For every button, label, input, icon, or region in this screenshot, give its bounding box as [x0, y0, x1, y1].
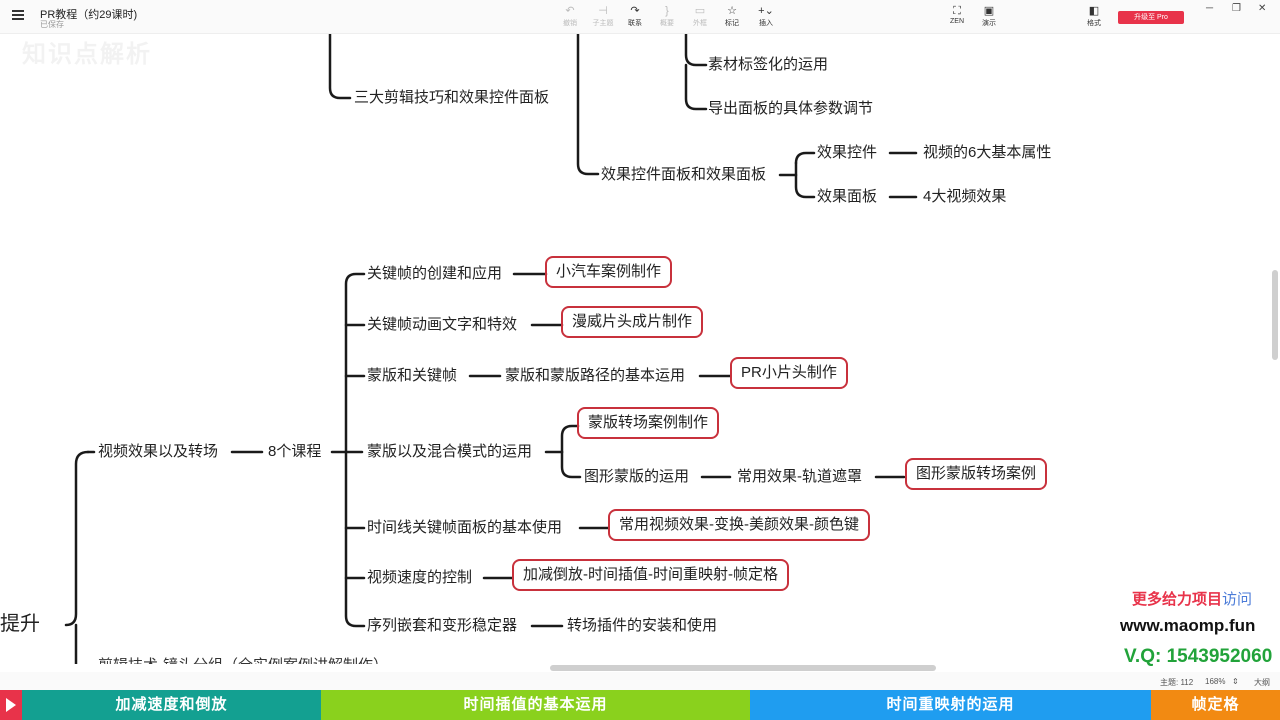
root-topic-partial[interactable]: 提升 [0, 613, 40, 635]
chapter-speed-reverse[interactable]: 加减速度和倒放 [22, 690, 321, 720]
faded-header-text: 知识点解析 [22, 41, 152, 68]
connector-lines [64, 34, 918, 664]
status-bar: 主题: 112 168% ⇕ 大纲 [0, 672, 1280, 690]
topic-video-effects[interactable]: 4大视频效果 [923, 188, 1007, 205]
case-speed-remap[interactable]: 加减倒放-时间插值-时间重映射-帧定格 [512, 559, 789, 591]
zoom-level[interactable]: 168% [1205, 677, 1226, 686]
subtopic-icon: ⊣ [598, 5, 608, 17]
chapter-frame-hold[interactable]: 帧定格 [1151, 690, 1280, 720]
subtopic-button[interactable]: ⊣子主题 [586, 5, 620, 28]
undo-button[interactable]: ↶撤销 [553, 5, 587, 28]
topic-editing-techniques[interactable]: 三大剪辑技巧和效果控件面板 [354, 89, 550, 106]
course-mask-keyframe[interactable]: 蒙版和关键帧 [367, 367, 458, 384]
case-pr-intro[interactable]: PR小片头制作 [730, 357, 848, 389]
course-speed-control[interactable]: 视频速度的控制 [367, 569, 473, 586]
present-icon: ▣ [983, 5, 995, 17]
chapter-banner: 加减速度和倒放 时间插值的基本运用 时间重映射的运用 帧定格 [0, 690, 1280, 720]
topic-effect-panels[interactable]: 效果控件面板和效果面板 [601, 166, 767, 183]
case-mask-transition[interactable]: 蒙版转场案例制作 [577, 407, 720, 439]
undo-icon: ↶ [565, 5, 575, 17]
branch-edit-partial[interactable]: 剪辑技术-镜头分组（全实例案例讲解制作） [98, 656, 388, 664]
relation-icon: ↷ [630, 5, 640, 17]
watermark-promo: 更多给力项目访问 [1132, 591, 1253, 608]
topic-shape-mask[interactable]: 图形蒙版的运用 [584, 468, 690, 485]
minimize-icon[interactable]: ─ [1206, 3, 1214, 14]
top-toolbar: PR教程（约29课时) 已保存 ↶撤销 ⊣子主题 ↷联系 }概要 ▭外框 ☆标记… [0, 0, 1280, 34]
branch-video-effects[interactable]: 视频效果以及转场 [98, 443, 219, 460]
boundary-icon: ▭ [694, 5, 706, 17]
topic-transition-plugin[interactable]: 转场插件的安装和使用 [567, 617, 718, 634]
branch-course-count[interactable]: 8个课程 [268, 443, 322, 460]
course-keyframe-text[interactable]: 关键帧动画文字和特效 [367, 316, 518, 333]
horizontal-scrollbar[interactable] [550, 665, 936, 671]
topic-count: 主题: 112 [1160, 678, 1194, 687]
summary-icon: } [665, 5, 669, 17]
menu-icon[interactable] [12, 10, 24, 20]
boundary-button[interactable]: ▭外框 [683, 5, 717, 28]
zoom-stepper-icon[interactable]: ⇕ [1232, 677, 1239, 686]
course-timeline-keyframe[interactable]: 时间线关键帧面板的基本使用 [367, 519, 563, 536]
case-shape-mask-transition[interactable]: 图形蒙版转场案例 [905, 458, 1048, 490]
case-common-effects[interactable]: 常用视频效果-变换-美颜效果-颜色键 [608, 509, 870, 541]
play-icon[interactable] [0, 690, 22, 720]
chapter-time-interpolation[interactable]: 时间插值的基本运用 [321, 690, 750, 720]
topic-track-matte[interactable]: 常用效果-轨道遮罩 [737, 468, 862, 485]
upgrade-pro-button[interactable]: 升级至 Pro [1118, 11, 1184, 24]
insert-button[interactable]: +⌄插入 [749, 5, 783, 28]
zen-button[interactable]: ⛶ZEN [940, 5, 974, 25]
fullscreen-icon: ⛶ [953, 5, 961, 17]
mindmap-canvas[interactable]: 知识点解析 [0, 34, 1270, 664]
course-keyframe-create[interactable]: 关键帧的创建和应用 [367, 265, 503, 282]
marker-icon: ☆ [727, 5, 737, 17]
topic-effect-controls[interactable]: 效果控件 [817, 144, 878, 161]
watermark-contact: V.Q: 1543952060 [1124, 646, 1273, 667]
topic-export-params[interactable]: 导出面板的具体参数调节 [708, 100, 874, 117]
topic-basic-properties[interactable]: 视频的6大基本属性 [923, 144, 1052, 161]
course-mask-blend[interactable]: 蒙版以及混合模式的运用 [367, 443, 533, 460]
present-button[interactable]: ▣演示 [972, 5, 1006, 28]
format-button[interactable]: ◧格式 [1077, 5, 1111, 28]
course-nest-stabilizer[interactable]: 序列嵌套和变形稳定器 [367, 617, 518, 634]
document-title: PR教程（约29课时) [40, 9, 138, 21]
outline-toggle[interactable]: 大纲 [1254, 678, 1270, 687]
chapter-time-remapping[interactable]: 时间重映射的运用 [750, 690, 1151, 720]
relation-button[interactable]: ↷联系 [618, 5, 652, 28]
case-marvel-intro[interactable]: 漫威片头成片制作 [561, 306, 704, 338]
save-status: 已保存 [40, 20, 64, 29]
maximize-icon[interactable]: ❐ [1232, 3, 1241, 14]
close-icon[interactable]: ✕ [1258, 3, 1267, 14]
case-car[interactable]: 小汽车案例制作 [545, 256, 673, 288]
topic-clip-labeling[interactable]: 素材标签化的运用 [708, 56, 829, 73]
vertical-scrollbar[interactable] [1272, 270, 1278, 360]
topic-mask-path[interactable]: 蒙版和蒙版路径的基本运用 [505, 367, 686, 384]
insert-icon: +⌄ [758, 5, 774, 17]
watermark-url: www.maomp.fun [1120, 616, 1256, 635]
summary-button[interactable]: }概要 [650, 5, 684, 28]
format-icon: ◧ [1088, 5, 1100, 17]
marker-button[interactable]: ☆标记 [715, 5, 749, 28]
topic-effects-panel[interactable]: 效果面板 [817, 188, 878, 205]
